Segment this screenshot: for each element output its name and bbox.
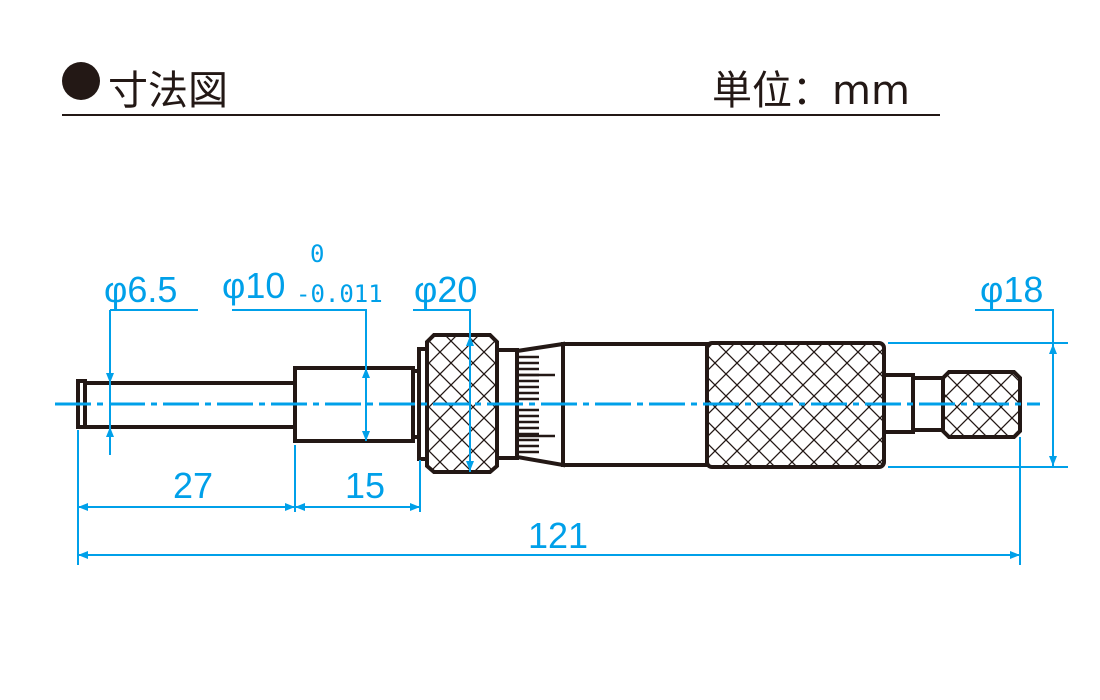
sleeve-tolerance-upper: 0 — [310, 240, 324, 268]
sleeve-diameter-label: φ10 — [222, 265, 285, 306]
sleeve-length-label: 15 — [345, 465, 385, 506]
dimension-lines — [55, 309, 1068, 565]
unit-label: 単位：mm — [712, 68, 910, 114]
barrel-diameter-label: φ18 — [980, 269, 1043, 310]
graduation-marks — [519, 355, 555, 454]
spindle-length-label: 27 — [173, 465, 213, 506]
thimble-diameter-label: φ20 — [414, 269, 477, 310]
sleeve-tolerance-lower: -0.011 — [296, 280, 383, 308]
bullet-icon — [62, 62, 100, 100]
total-length-label: 121 — [528, 515, 588, 556]
spindle-diameter-label: φ6.5 — [104, 269, 177, 310]
section-title: 寸法図 — [108, 68, 228, 114]
header-divider — [62, 114, 940, 116]
